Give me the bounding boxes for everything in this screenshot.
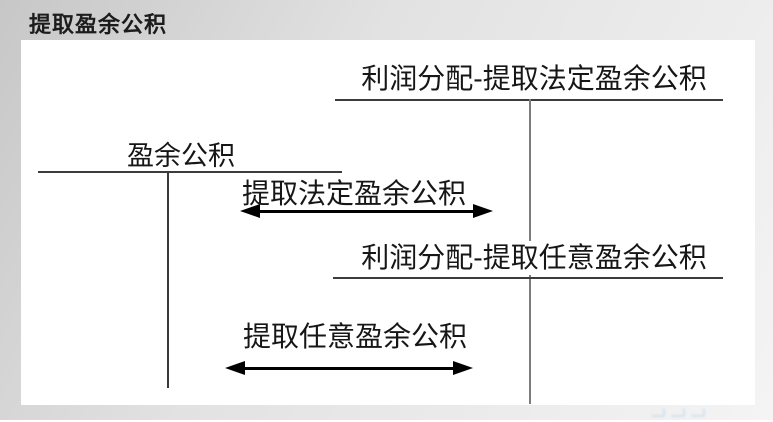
arrow-shaft — [237, 367, 461, 370]
arrowhead-right-icon — [473, 204, 493, 218]
taccount-discretionary-label: 利润分配-提取任意盈余公积 — [344, 241, 724, 275]
taccount-surplus-topline — [38, 171, 342, 173]
flow-discretionary-arrow — [225, 361, 473, 375]
arrowhead-right-icon — [453, 361, 473, 375]
slide-title: 提取盈余公积 — [29, 12, 168, 37]
taccount-statutory-label: 利润分配-提取法定盈余公积 — [361, 62, 707, 95]
arrowhead-left-icon — [240, 204, 260, 218]
flow-statutory-label: 提取法定盈余公积 — [241, 177, 466, 210]
watermark — [651, 404, 771, 420]
taccount-discretionary-topline — [333, 277, 723, 279]
arrowhead-left-icon — [225, 361, 245, 375]
arrow-shaft — [252, 210, 481, 213]
taccount-surplus-label: 盈余公积 — [127, 141, 235, 172]
flow-discretionary-label: 提取任意盈余公积 — [242, 320, 467, 353]
taccount-surplus-stem-line — [167, 171, 169, 388]
flow-statutory-arrow — [240, 204, 493, 218]
content-panel: 利润分配-提取法定盈余公积 盈余公积 提取法定盈余公积 利润分配-提取任意盈余公… — [21, 40, 755, 405]
